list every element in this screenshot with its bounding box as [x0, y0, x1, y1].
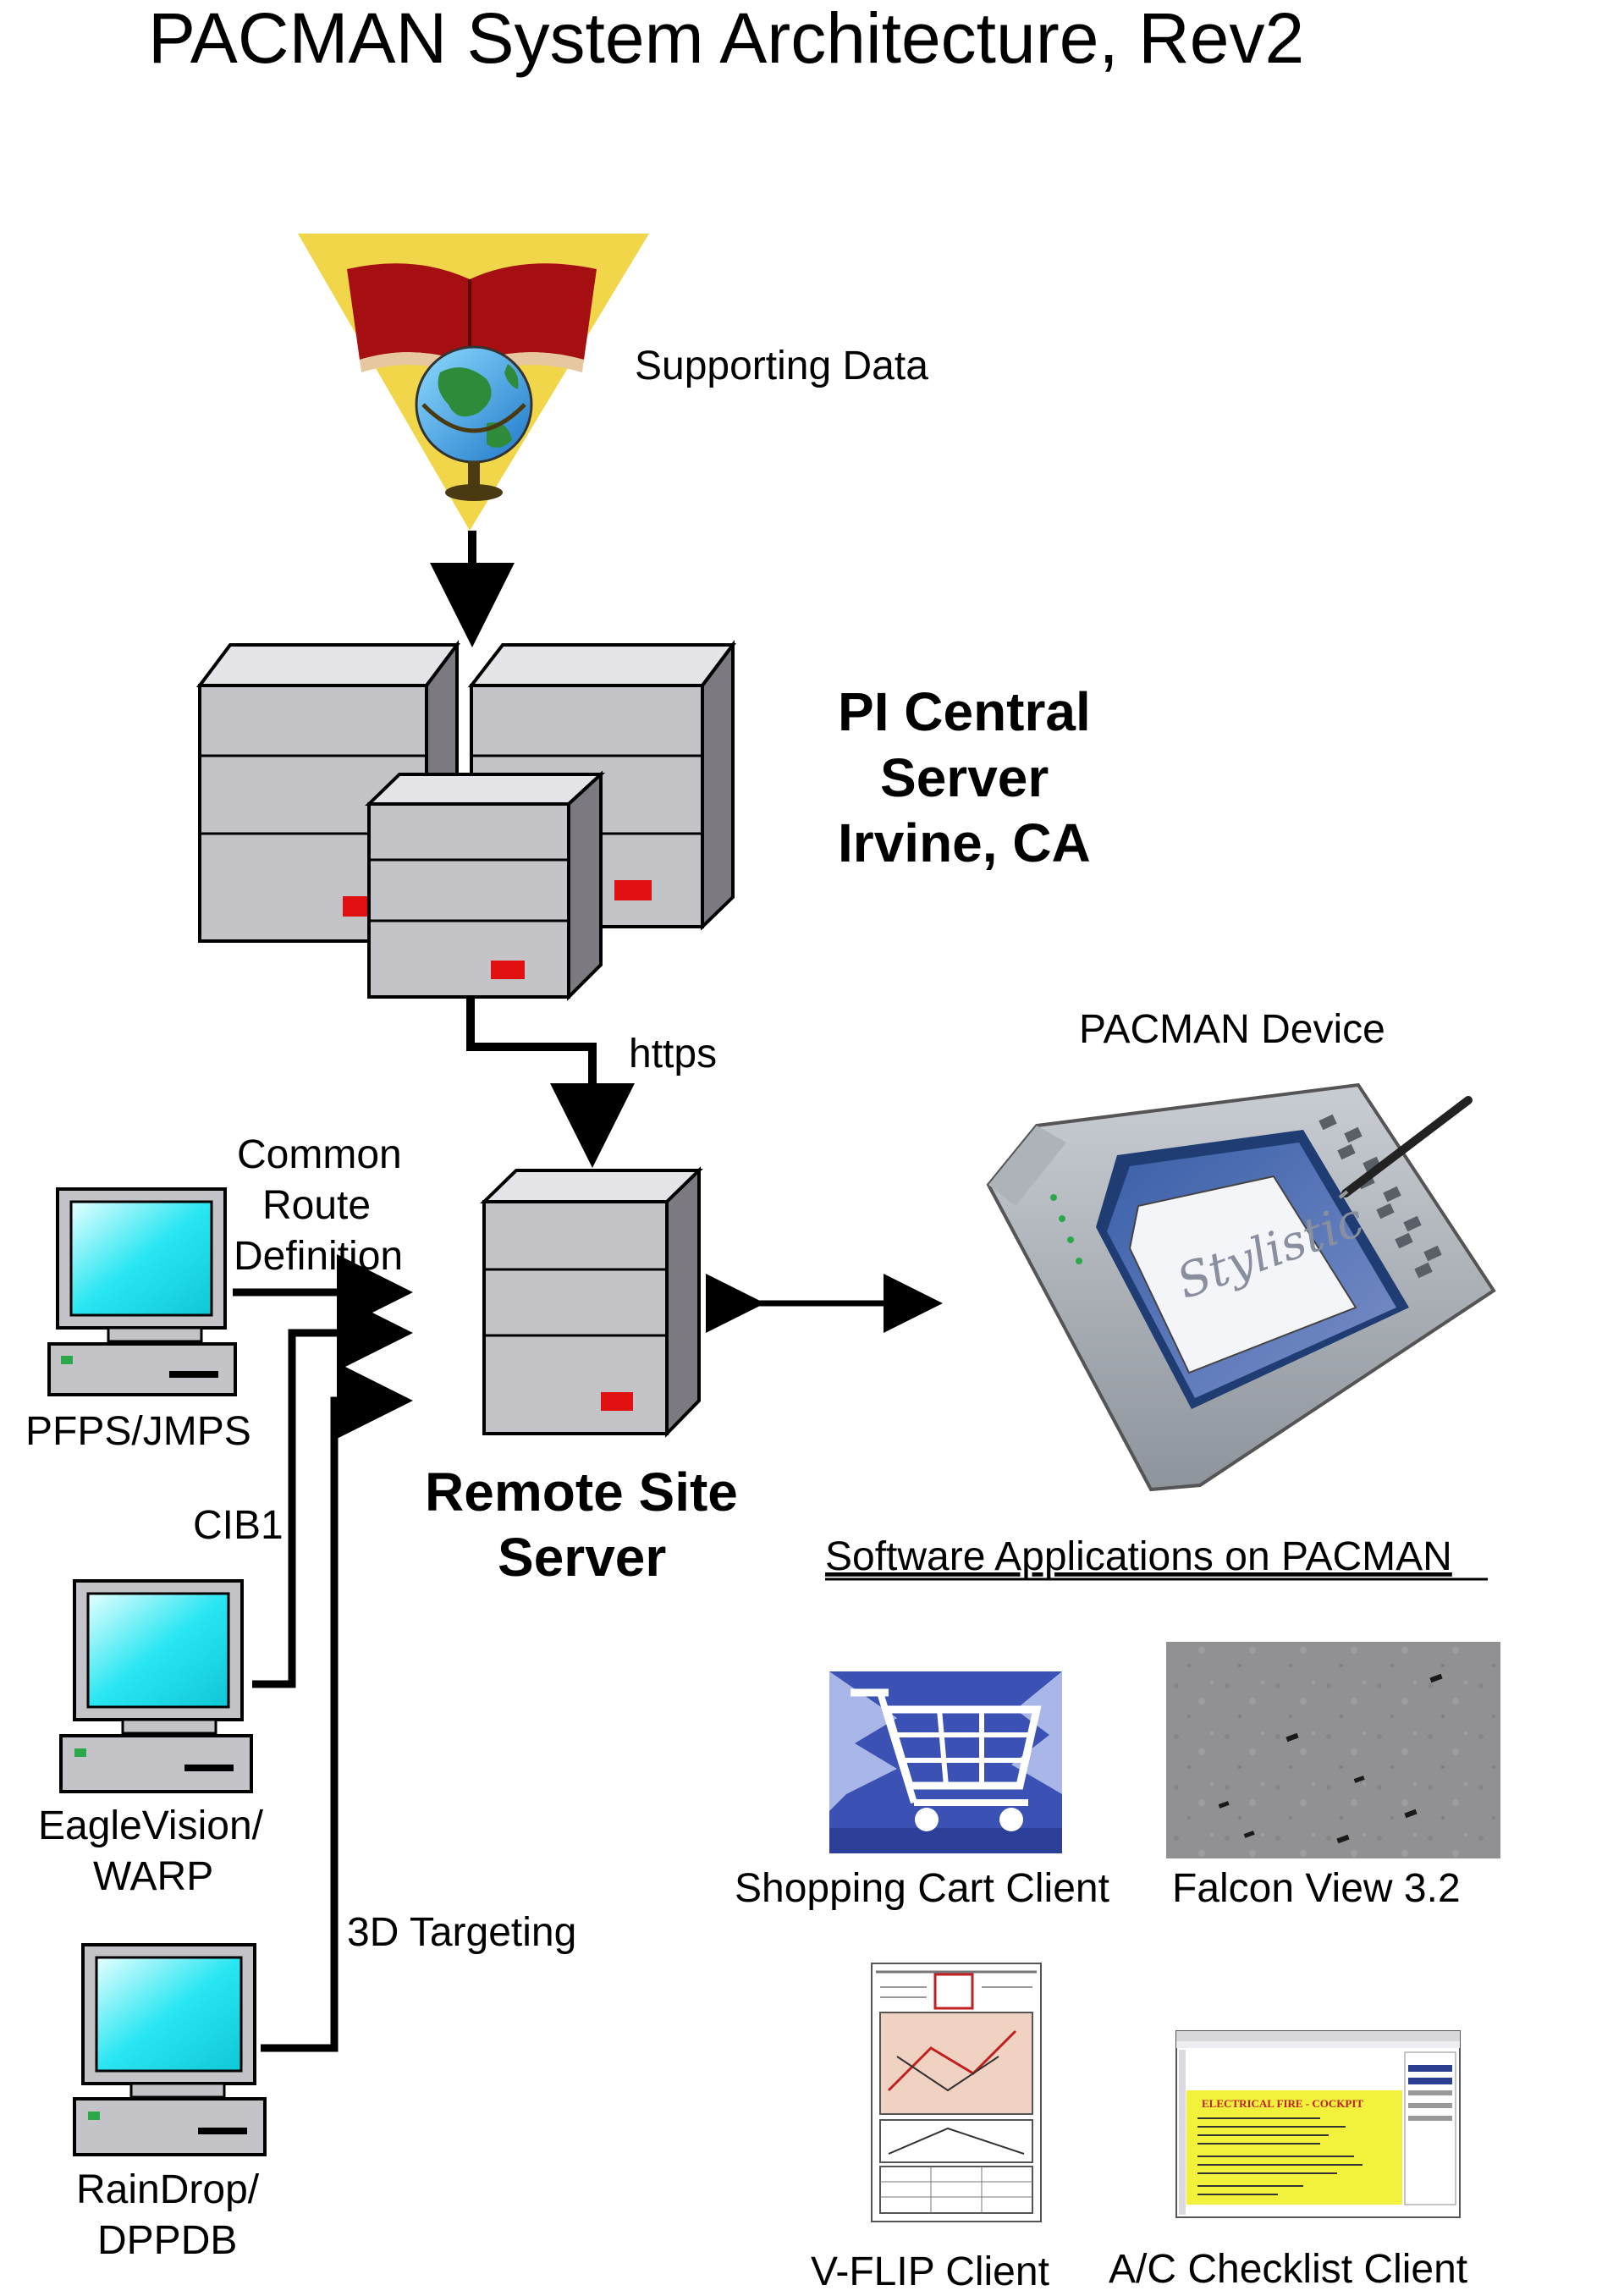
client-raindrop-label-1: RainDrop/	[76, 2167, 260, 2212]
software-heading: Software Applications on PACMAN	[825, 1534, 1452, 1579]
common-route-label-1: Common	[237, 1132, 402, 1177]
central-server-title-2: Server	[880, 747, 1049, 808]
app-label-falcon-view: Falcon View 3.2	[1172, 1866, 1461, 1911]
tablet-device-icon: Stylistic	[986, 1082, 1496, 1492]
central-server-location: Irvine, CA	[838, 812, 1091, 873]
client-eaglevision-icon	[59, 1579, 253, 1793]
checklist-heading: ELECTRICAL FIRE - COCKPIT	[1202, 2097, 1363, 2110]
client-raindrop-icon	[73, 1943, 267, 2156]
remote-server-icon	[480, 1166, 703, 1438]
supporting-data-label: Supporting Data	[635, 344, 928, 388]
targeting-connector	[261, 1363, 413, 2052]
shopping-cart-icon	[829, 1671, 1062, 1853]
cib1-label: CIB1	[193, 1503, 284, 1548]
device-label: PACMAN Device	[1079, 1007, 1385, 1052]
central-server-icon	[196, 640, 736, 1001]
supporting-data-icon	[298, 234, 649, 531]
remote-server-title-1: Remote Site	[425, 1462, 738, 1522]
central-server-title-1: PI Central	[838, 681, 1091, 742]
vflip-chart-image	[871, 1963, 1042, 2222]
https-connector	[466, 997, 635, 1168]
app-label-checklist: A/C Checklist Client	[1109, 2247, 1467, 2292]
client-pfps-icon	[47, 1187, 237, 1396]
common-route-label-2: Route	[262, 1183, 371, 1228]
client-pfps-label: PFPS/JMPS	[25, 1409, 251, 1454]
app-label-shopping-cart: Shopping Cart Client	[735, 1866, 1109, 1911]
falcon-view-image	[1166, 1642, 1500, 1858]
client-eaglevision-label-1: EagleVision/	[38, 1803, 264, 1848]
client-eaglevision-label-2: WARP	[93, 1854, 213, 1899]
common-route-label-3: Definition	[234, 1234, 403, 1279]
targeting-label: 3D Targeting	[347, 1910, 576, 1955]
client-raindrop-label-2: DPPDB	[97, 2218, 237, 2263]
page-title: PACMAN System Architecture, Rev2	[148, 0, 1304, 78]
https-label: https	[629, 1032, 717, 1076]
cib1-connector	[252, 1295, 413, 1688]
remote-server-title-2: Server	[498, 1527, 666, 1588]
checklist-screen-image: ELECTRICAL FIRE - COCKPIT	[1175, 2030, 1461, 2218]
app-label-vflip: V-FLIP Client	[811, 2249, 1049, 2294]
